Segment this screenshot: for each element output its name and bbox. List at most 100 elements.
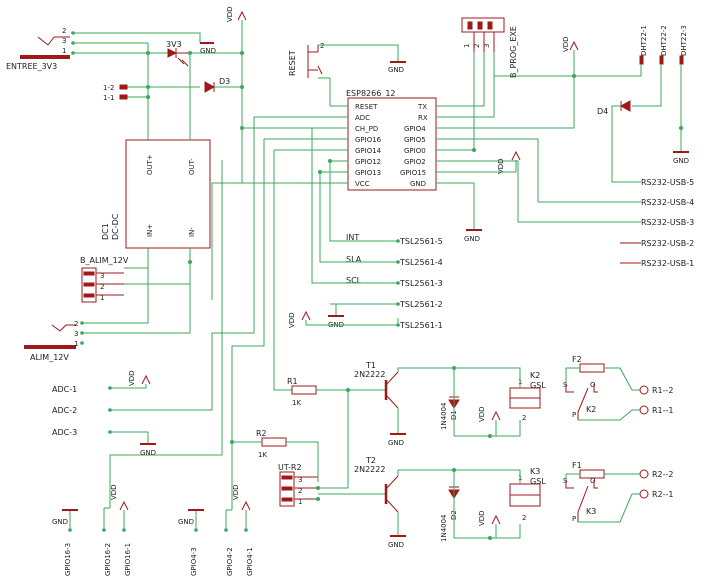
svg-text:1N4004: 1N4004 — [440, 402, 448, 430]
relay-k2-coil: K2 GSL 1 2 — [509, 371, 546, 422]
svg-text:DHT22-3: DHT22-3 — [680, 25, 688, 56]
svg-text:RESET: RESET — [288, 50, 297, 76]
entree-3v3-connector: ENTREE_3V3 2 3 1 — [6, 27, 75, 71]
resistor-r2: R2 1K — [256, 429, 287, 459]
svg-text:GND: GND — [388, 541, 404, 549]
svg-text:VDD: VDD — [478, 406, 486, 422]
svg-text:GPIO4: GPIO4 — [404, 125, 426, 133]
svg-text:F2: F2 — [572, 355, 582, 364]
svg-text:SLA: SLA — [346, 255, 362, 264]
dc-dc-converter: OUT+ OUT- IN+ IN- DC1 DC-DC — [101, 139, 211, 249]
svg-text:GPIO14: GPIO14 — [355, 147, 382, 155]
svg-text:T1: T1 — [365, 361, 376, 370]
diode-d1: 1N4004 D1 — [440, 396, 460, 430]
svg-text:R2: R2 — [256, 429, 267, 438]
svg-text:B_ALIM_12V: B_ALIM_12V — [80, 256, 129, 265]
fuse-f2: F2 — [572, 355, 605, 373]
svg-text:K3: K3 — [530, 467, 540, 476]
svg-text:R1: R1 — [287, 377, 298, 386]
svg-text:1K: 1K — [292, 399, 301, 407]
b-prog-exe-connector: 1 2 3 B_PROG_EXE — [461, 17, 518, 78]
gnd-symbol-top: GND — [200, 42, 216, 55]
svg-text:GND: GND — [410, 180, 426, 188]
svg-text:ADC-2: ADC-2 — [52, 406, 77, 415]
svg-text:3: 3 — [483, 44, 491, 48]
svg-text:K2: K2 — [586, 405, 596, 414]
svg-text:VDD: VDD — [232, 484, 240, 500]
vdd-esp: VDD — [497, 150, 521, 174]
svg-text:R1--2: R1--2 — [652, 386, 674, 395]
svg-text:VDD: VDD — [562, 36, 570, 52]
svg-text:GPIO16-1: GPIO16-1 — [124, 543, 132, 576]
svg-text:P: P — [572, 411, 576, 419]
svg-text:1-2: 1-2 — [103, 84, 114, 92]
svg-text:ADC-3: ADC-3 — [52, 428, 77, 437]
svg-text:2: 2 — [298, 487, 302, 495]
svg-text:IN+: IN+ — [146, 224, 154, 237]
svg-text:3: 3 — [298, 476, 302, 484]
svg-text:2: 2 — [100, 283, 104, 291]
svg-text:RX: RX — [418, 114, 428, 122]
gpio4-connectors: GPIO4-3 GPIO4-2 GPIO4-1 GND VDD — [178, 484, 254, 576]
svg-text:TSL2561-5: TSL2561-5 — [399, 237, 443, 246]
svg-text:F1: F1 — [572, 461, 582, 470]
diode-d3: D3 — [148, 77, 230, 93]
svg-text:2: 2 — [320, 42, 324, 50]
svg-text:1K: 1K — [258, 451, 267, 459]
svg-text:TSL2561-4: TSL2561-4 — [399, 258, 443, 267]
vdd-adc: VDD — [128, 370, 151, 386]
vdd-k2: VDD — [478, 406, 501, 436]
svg-text:RS232-USB-5: RS232-USB-5 — [641, 178, 694, 187]
svg-text:3: 3 — [100, 272, 104, 280]
transistor-t1: T1 2N2222 — [354, 361, 399, 409]
ut-r2-connector: UT-R2 3 2 1 — [278, 463, 318, 507]
svg-text:1: 1 — [100, 294, 104, 302]
svg-text:GPIO12: GPIO12 — [355, 158, 381, 166]
svg-text:P: P — [572, 515, 576, 523]
svg-text:O: O — [590, 477, 596, 485]
svg-text:OUT-: OUT- — [188, 158, 196, 175]
svg-text:GPIO0: GPIO0 — [404, 147, 426, 155]
svg-text:ALIM_12V: ALIM_12V — [30, 353, 69, 362]
vdd-k3: VDD — [478, 510, 501, 538]
alim-12v-connector: ALIM_12V 2 3 1 — [24, 320, 78, 362]
vdd-tsl: VDD — [288, 310, 311, 328]
rs232-connectors: RS232-USB-5 RS232-USB-4 RS232-USB-3 RS23… — [620, 178, 694, 268]
svg-text:IN-: IN- — [188, 227, 196, 237]
svg-text:RS232-USB-1: RS232-USB-1 — [641, 259, 694, 268]
svg-text:OUT+: OUT+ — [146, 154, 154, 175]
svg-text:K3: K3 — [586, 507, 596, 516]
svg-text:ADC-1: ADC-1 — [52, 385, 77, 394]
svg-text:GND: GND — [464, 235, 480, 243]
relay-k3-coil: K3 GSL 1 2 — [509, 467, 546, 522]
svg-text:GPIO16-2: GPIO16-2 — [104, 543, 112, 576]
svg-text:RS232-USB-4: RS232-USB-4 — [641, 198, 694, 207]
svg-text:DHT22-1: DHT22-1 — [640, 25, 648, 56]
svg-text:GND: GND — [52, 518, 68, 526]
resistor-r1: R1 1K — [287, 377, 317, 407]
svg-text:GSL: GSL — [530, 381, 546, 390]
svg-text:TX: TX — [417, 103, 427, 111]
diode-d4: D4 — [597, 100, 631, 116]
svg-text:TSL2561-3: TSL2561-3 — [399, 279, 443, 288]
svg-text:1N4004: 1N4004 — [440, 514, 448, 542]
svg-text:GPIO2: GPIO2 — [404, 158, 426, 166]
svg-text:SCL: SCL — [346, 276, 362, 285]
svg-text:R2--2: R2--2 — [652, 470, 674, 479]
svg-text:2: 2 — [522, 514, 526, 522]
gpio16-connectors: GPIO16-3 GPIO16-2 GPIO16-1 GND VDD — [52, 484, 132, 576]
svg-text:3: 3 — [74, 330, 78, 338]
relay-k3-contact: S O P K3 — [563, 477, 598, 523]
svg-text:CH_PD: CH_PD — [355, 125, 378, 133]
svg-text:1: 1 — [463, 44, 471, 48]
svg-text:GPIO4-3: GPIO4-3 — [190, 547, 198, 576]
svg-text:1: 1 — [62, 47, 66, 55]
svg-text:VDD: VDD — [226, 6, 234, 22]
svg-text:GPIO5: GPIO5 — [404, 136, 426, 144]
svg-text:2: 2 — [473, 44, 481, 48]
svg-text:B_PROG_EXE: B_PROG_EXE — [509, 26, 518, 78]
vdd-top: VDD — [226, 6, 247, 22]
reset-switch: RESET 2 — [288, 42, 324, 78]
b-alim-12v-connector: B_ALIM_12V 3 2 1 — [80, 256, 129, 303]
relay-k2-contact: S O P K2 — [563, 381, 598, 420]
